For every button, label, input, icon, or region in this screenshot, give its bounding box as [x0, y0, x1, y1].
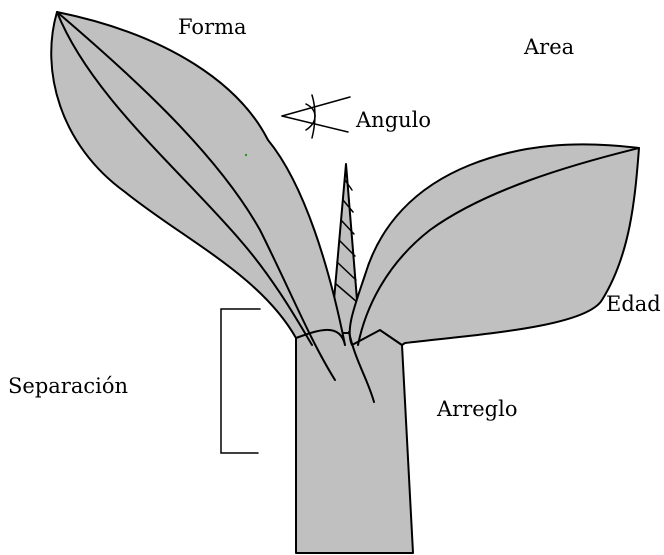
leaf-dot	[245, 154, 247, 156]
angle-marker	[282, 95, 350, 138]
label-arreglo: Arreglo	[436, 397, 517, 421]
separation-bracket	[221, 309, 260, 453]
label-area: Area	[523, 35, 574, 59]
label-angulo: Angulo	[355, 108, 431, 132]
left-leaf	[51, 12, 345, 345]
label-forma: Forma	[178, 15, 247, 39]
label-separacion: Separación	[8, 374, 128, 398]
label-edad: Edad	[606, 292, 661, 316]
right-leaf	[350, 144, 639, 345]
